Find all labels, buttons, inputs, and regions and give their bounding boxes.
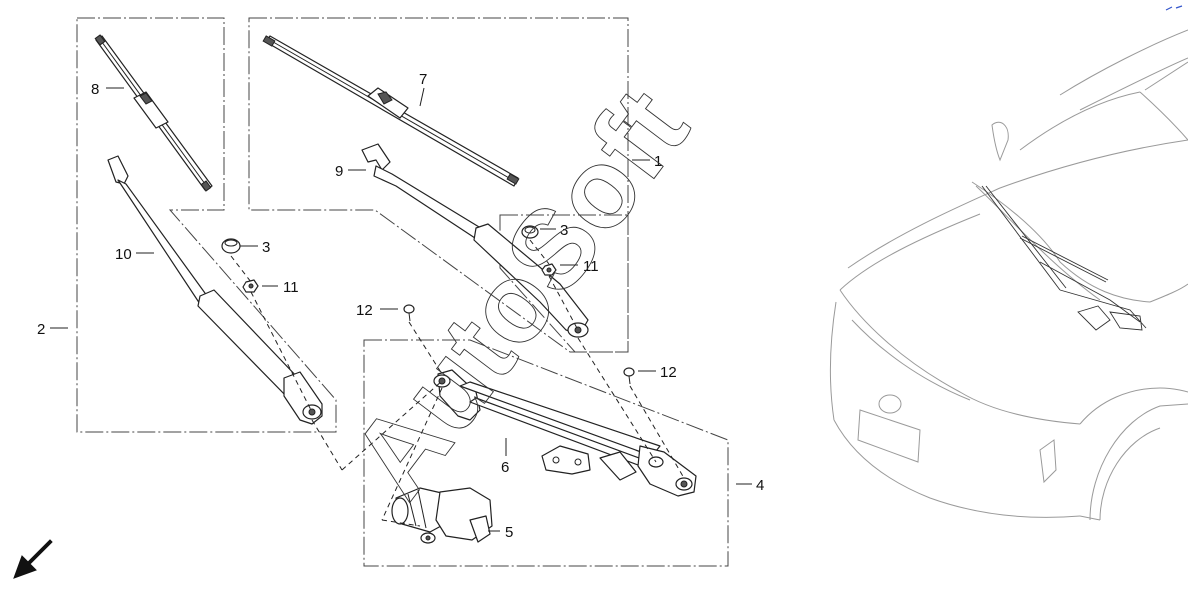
pivot-cap-left [221, 238, 241, 254]
callout-3-right: 3 [560, 222, 568, 239]
frame-motor-linkage-group [363, 339, 729, 567]
frame-passenger-wiper-group [76, 17, 337, 433]
pivot-cap-right [521, 225, 539, 239]
leader-lines [50, 87, 752, 532]
callout-10: 10 [115, 246, 132, 263]
car-locator-illustration [829, 29, 1188, 521]
callout-11-right: 11 [583, 258, 599, 275]
nut-right [541, 263, 557, 276]
wiper-arm-driver [361, 143, 589, 338]
callout-2: 2 [37, 321, 45, 338]
callout-3-left: 3 [262, 239, 270, 256]
bolt-right [623, 367, 635, 385]
callout-12-right: 12 [660, 364, 677, 381]
bolt-left [403, 304, 415, 322]
callout-7: 7 [419, 71, 427, 88]
nut-left [242, 279, 259, 293]
callout-9: 9 [335, 163, 343, 180]
wiper-linkage [433, 369, 697, 497]
callout-12-left: 12 [356, 302, 373, 319]
group-frames [76, 17, 729, 567]
wiper-blade-driver [262, 35, 520, 187]
frame-linkage-group [499, 214, 629, 353]
callout-6: 6 [501, 459, 509, 476]
callout-1: 1 [654, 153, 662, 170]
callout-8: 8 [91, 81, 99, 98]
callout-5: 5 [505, 524, 513, 541]
wiper-motor [391, 487, 493, 544]
small-blue-mark [1165, 5, 1183, 11]
wiper-arm-passenger [107, 155, 323, 425]
callout-4: 4 [756, 477, 764, 494]
assembly-lines [230, 239, 685, 527]
arrow-down-left-icon [13, 539, 53, 579]
callout-11-left: 11 [283, 279, 299, 296]
callout-labels: 1 2 3 3 4 5 6 7 8 9 10 11 11 12 12 [37, 71, 764, 541]
wiper-blade-passenger [94, 34, 213, 192]
frame-driver-wiper-group [248, 17, 629, 353]
